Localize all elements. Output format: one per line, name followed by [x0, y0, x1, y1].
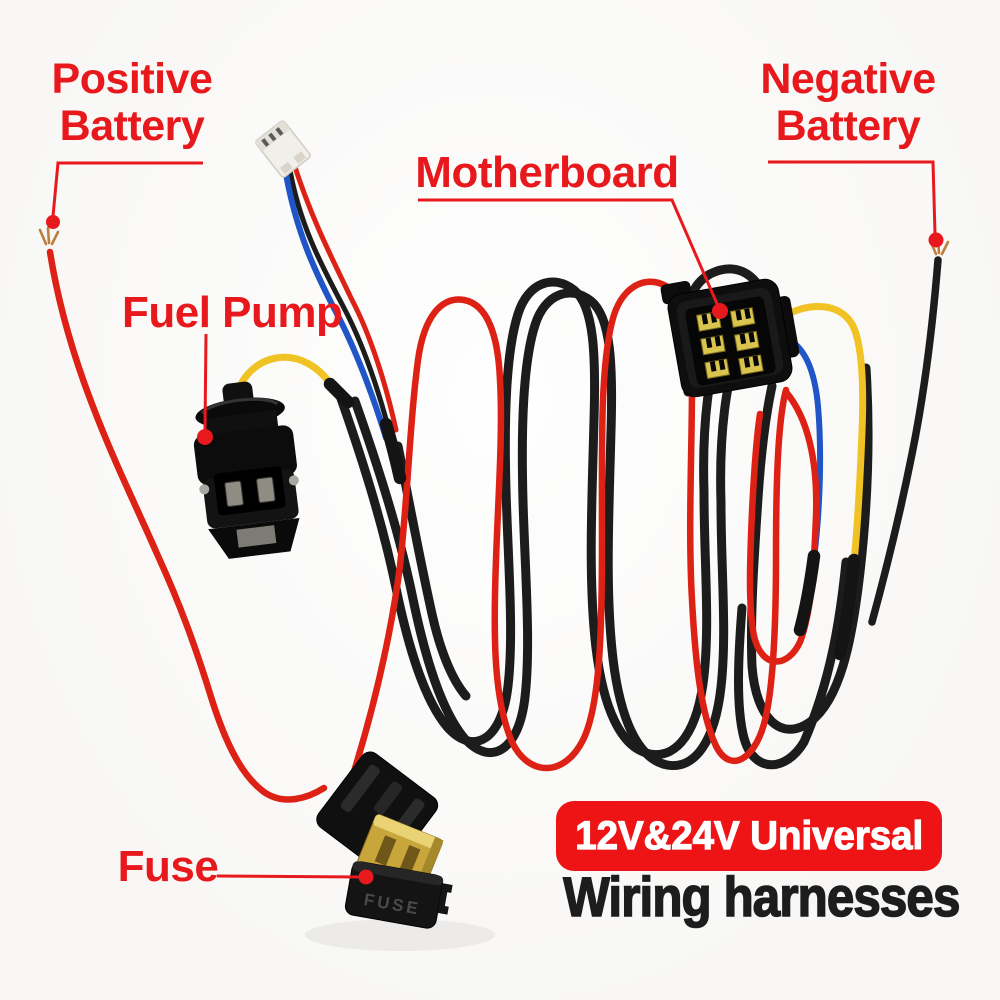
label-fuel-pump: Fuel Pump — [122, 288, 343, 337]
leader-negative-battery — [768, 160, 937, 235]
copper-tip-positive — [38, 226, 60, 246]
red-wire-positive-battery — [46, 248, 328, 803]
marker-dot-fuse — [358, 869, 374, 885]
black-right-loop-b — [734, 557, 851, 770]
label-motherboard: Motherboard — [415, 148, 679, 197]
label-positive-battery-line1: Positive — [51, 55, 213, 103]
tape-junction-jst — [379, 417, 407, 485]
marker-dot-positive — [46, 215, 60, 229]
marker-dot-negative — [928, 232, 944, 248]
product-title: Wiring harnesses — [562, 864, 961, 928]
motherboard-connector — [660, 278, 800, 398]
jst-black-wire — [287, 167, 393, 437]
jst-connector — [254, 119, 311, 178]
yellow-wire-motherboard — [776, 303, 867, 566]
label-negative-battery-line2: Battery — [775, 102, 921, 150]
black-right-loop-a — [746, 363, 873, 734]
tape-junction-fuel-pump — [323, 377, 355, 409]
negative-battery-wire — [868, 256, 942, 626]
tape-junction-blue — [793, 549, 821, 637]
leader-motherboard — [418, 198, 720, 307]
label-fuse: Fuse — [117, 842, 219, 891]
jst-blue-wire — [283, 171, 389, 441]
tape-junction-yellow — [833, 553, 861, 661]
label-negative-battery: Negative Battery — [752, 56, 944, 150]
fuse-shadow — [305, 919, 495, 951]
leader-positive-battery — [51, 161, 203, 217]
voltage-badge-text: 12V&24V Universal — [574, 813, 923, 858]
jst-wires — [283, 161, 399, 441]
fuel-pump-connector — [193, 381, 300, 559]
label-positive-battery-line2: Battery — [59, 102, 205, 150]
jst-red-wire — [291, 161, 399, 433]
red-wire-main-loops — [348, 278, 790, 782]
label-negative-battery-line1: Negative — [760, 55, 936, 103]
leader-fuel-pump — [203, 333, 208, 431]
leader-fuse — [216, 874, 361, 879]
label-positive-battery: Positive Battery — [36, 56, 228, 150]
marker-dot-fuel-pump — [197, 429, 213, 445]
fuse-holder: FUSE — [316, 751, 453, 929]
voltage-badge: 12V&24V Universal — [556, 801, 942, 871]
leader-lines — [46, 160, 944, 885]
black-harness-loops — [338, 256, 942, 770]
tape-junctions — [323, 377, 861, 661]
marker-dot-motherboard — [712, 303, 728, 319]
red-wires — [46, 248, 820, 803]
red-wire-right-loop — [746, 388, 820, 665]
